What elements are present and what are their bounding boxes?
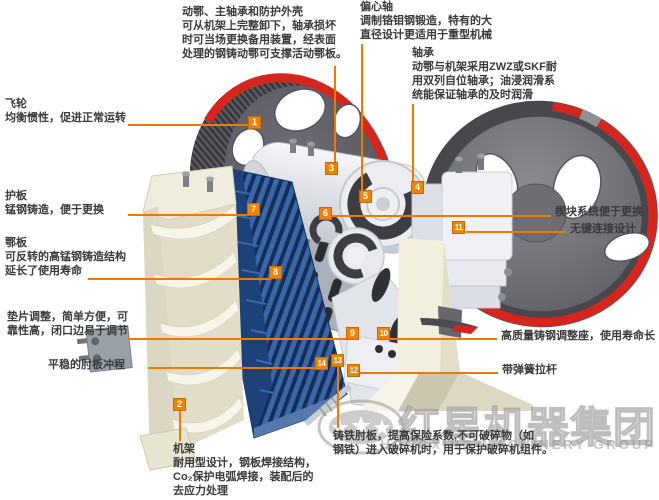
annotation-toggle-plate: 铸铁肘板，提高保险系数,不可破碎物（如钢铁）进入破碎机时，用于保护破碎机组件。 — [333, 429, 553, 457]
annotation-line: 高质量铸钢调整座，使用寿命长 — [501, 330, 655, 342]
part-badge-6: 6 — [319, 207, 332, 220]
annotation-line: 均衡惯性，促进正常运转 — [5, 112, 126, 124]
annotation-line: 时可当场更换备用装置，经表面 — [182, 34, 336, 46]
annotation-shim-adjustment: 垫片调整，简单方便，可靠性高，闭口边易于调节 — [7, 310, 128, 338]
part-badge-12: 12 — [347, 364, 360, 377]
part-badge-13: 13 — [331, 354, 344, 367]
annotation-spring-rod: 带弹簧拉杆 — [502, 363, 557, 377]
connector-line — [466, 231, 566, 233]
part-badge-4: 4 — [411, 181, 424, 194]
annotation-line: 护板 — [5, 190, 27, 202]
annotation-line: 直径设计更适用于重型机械 — [360, 29, 492, 41]
annotation-line: 延长了使用寿命 — [5, 265, 82, 277]
connector-line — [128, 338, 347, 340]
frame-graphic — [139, 165, 244, 471]
annotation-keyless-design: 无键连接设计 — [570, 222, 636, 236]
annotation-guard-plate: 护板锰钢铸造，便于更换 — [5, 189, 104, 217]
connector-line — [337, 367, 339, 428]
connector-line — [148, 367, 316, 369]
annotation-line: 楔块系统便于更换 — [555, 206, 643, 218]
annotation-flywheel: 飞轮均衡惯性，促进正常运转 — [5, 97, 126, 125]
part-badge-2: 2 — [173, 398, 186, 411]
connector-line — [88, 278, 271, 280]
connector-line — [334, 66, 336, 164]
annotation-line: 垫片调整，简单方便，可 — [7, 311, 128, 323]
annotation-line: 动鄂与机架采用ZWZ或SKF耐 — [412, 61, 557, 73]
annotation-line: 耐用型设计，钢板焊接结构， — [173, 457, 316, 469]
part-badge-1: 1 — [248, 116, 261, 129]
annotation-eccentric-shaft: 偏心轴调制铬钼钢锻造，特有的大直径设计更适用于重型机械 — [360, 0, 492, 42]
annotation-line: 飞轮 — [5, 98, 27, 110]
annotation-line: 调制铬钼钢锻造，特有的大 — [360, 15, 492, 27]
annotation-moving-jaw-assembly: 动鄂、主轴承和防护外壳可从机架上完整卸下，轴承损坏时可当场更换备用装置，经表面处… — [182, 5, 347, 61]
annotation-wedge-system: 楔块系统便于更换 — [555, 205, 643, 219]
annotation-frame: 机架耐用型设计，钢板焊接结构， Co₂保护电弧焊接，装配后的去应力处理 — [173, 442, 316, 498]
annotation-line: 处理的钢铸动鄂可支撑活动鄂板。 — [182, 48, 347, 60]
connector-line — [128, 124, 249, 126]
connector-line — [412, 104, 414, 182]
annotation-line: 靠性高，闭口边易于调节 — [7, 325, 128, 337]
annotation-jaw-plate: 鄂板可反转的高锰钢铸造结构延长了使用寿命 — [5, 236, 126, 278]
connector-line — [390, 338, 497, 340]
tension-bracket-graphic — [76, 325, 133, 373]
connector-line — [179, 411, 181, 441]
part-badge-7: 7 — [247, 203, 260, 216]
annotation-line: 铸铁肘板，提高保险系数,不可破碎物（如 — [333, 430, 535, 442]
annotation-line: 用双列自位轴承；油浸润滑系 — [412, 75, 555, 87]
part-badge-9: 9 — [346, 327, 359, 340]
part-badge-5: 5 — [359, 190, 372, 203]
annotation-line: 可反转的高锰钢铸造结构 — [5, 251, 126, 263]
annotation-line: 动鄂、主轴承和防护外壳 — [182, 6, 303, 18]
annotation-line: 钢铁）进入破碎机时，用于保护破碎机组件。 — [333, 444, 553, 456]
connector-line — [331, 215, 551, 217]
part-badge-14: 14 — [315, 357, 328, 370]
annotation-line: 无键连接设计 — [570, 223, 636, 235]
annotation-line: 锰钢铸造，便于更换 — [5, 204, 104, 216]
annotation-bearing: 轴承动鄂与机架采用ZWZ或SKF耐用双列自位轴承；油浸润滑系统能保证轴承的及时润… — [412, 46, 557, 102]
annotation-line: 去应力处理 — [173, 485, 228, 497]
annotation-adjust-seat: 高质量铸钢调整座，使用寿命长 — [501, 329, 655, 343]
annotation-line: 可从机架上完整卸下，轴承损坏 — [182, 20, 336, 32]
annotation-line: 鄂板 — [5, 237, 27, 249]
annotation-line: 机架 — [173, 443, 195, 455]
annotation-line: Co₂保护电弧焊接，装配后的 — [173, 471, 314, 483]
annotation-line: 统能保证轴承的及时润滑 — [412, 89, 533, 101]
part-badge-8: 8 — [269, 266, 282, 279]
annotation-toggle-stroke: 平稳的肘板冲程 — [48, 358, 125, 372]
annotation-line: 带弹簧拉杆 — [502, 364, 557, 376]
part-badge-11: 11 — [452, 221, 465, 234]
connector-line — [128, 214, 247, 216]
part-badge-10: 10 — [377, 327, 390, 340]
annotation-line: 平稳的肘板冲程 — [48, 359, 125, 371]
connector-line — [361, 44, 363, 191]
annotation-line: 偏心轴 — [360, 1, 393, 13]
part-badge-3: 3 — [325, 162, 338, 175]
annotation-line: 轴承 — [412, 47, 434, 59]
connector-line — [360, 372, 498, 374]
lower-bearing-graphic — [309, 213, 385, 285]
